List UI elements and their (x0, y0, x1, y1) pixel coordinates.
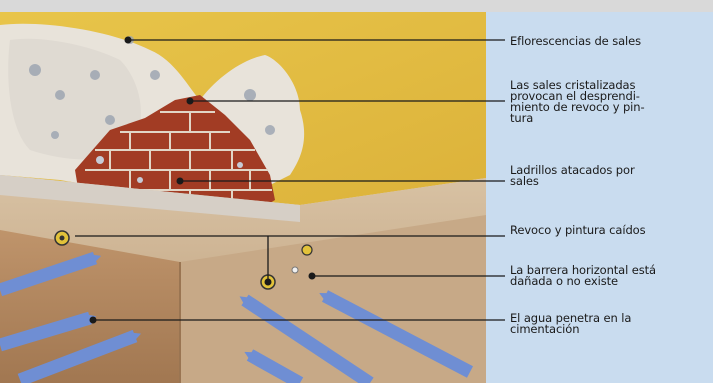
label-line: sales (510, 176, 635, 187)
label-ladrillos: Ladrillos atacados por sales (510, 165, 635, 187)
label-line: cimentación (510, 324, 631, 335)
label-line: Revoco y pintura caídos (510, 225, 645, 236)
label-eflorescencias: Eflorescencias de sales (510, 36, 641, 47)
label-revoco-caidos: Revoco y pintura caídos (510, 225, 645, 236)
label-barrera: La barrera horizontal está dañada o no e… (510, 265, 656, 287)
label-line: Eflorescencias de sales (510, 36, 641, 47)
label-sales-cristalizadas: Las sales cristalizadas provocan el desp… (510, 80, 645, 124)
label-line: dañada o no existe (510, 276, 656, 287)
label-agua: El agua penetra en la cimentación (510, 313, 631, 335)
label-line: tura (510, 113, 645, 124)
